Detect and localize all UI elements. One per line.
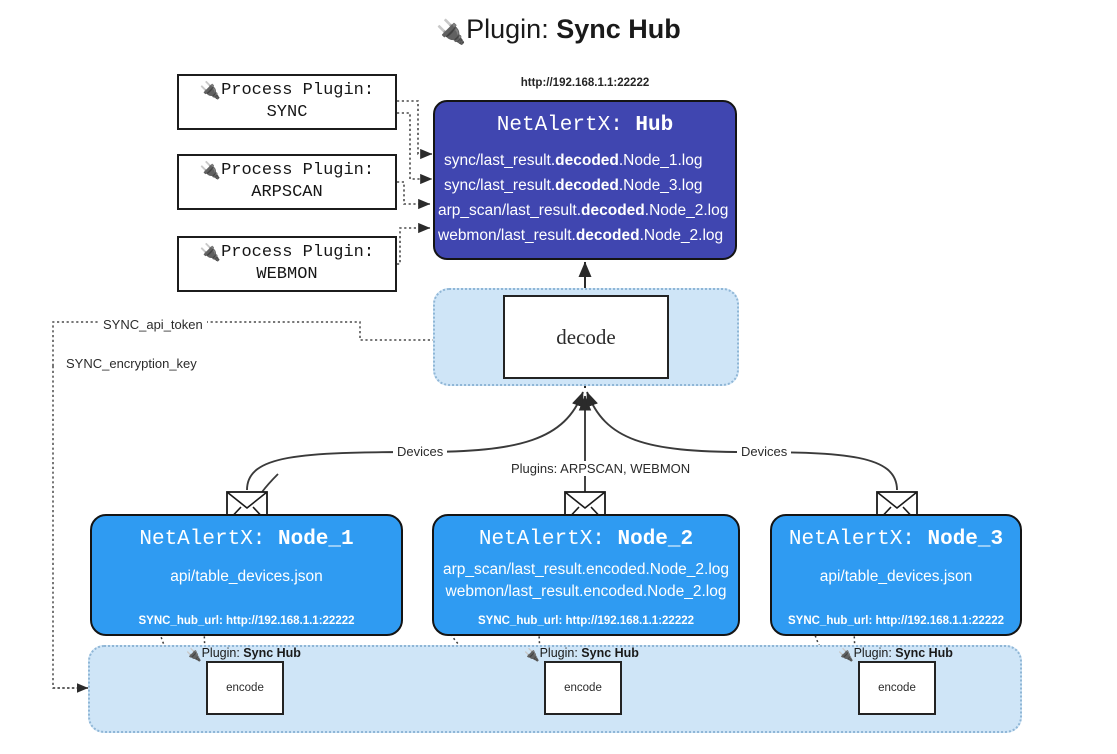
decode-box[interactable]: decode (503, 295, 669, 379)
plug-icon: 🔌 (199, 160, 222, 181)
edge-label-plugins-center: Plugins: ARPSCAN, WEBMON (507, 461, 695, 476)
hub-file-row: sync/last_result.decoded.Node_3.log (444, 177, 703, 195)
node-hub-url: SYNC_hub_url: http://192.168.1.1:22222 (787, 615, 1005, 627)
process-plugin-arpscan[interactable]: 🔌Process Plugin: ARPSCAN (177, 154, 397, 210)
process-plugin-label: Process Plugin: (221, 242, 375, 262)
process-plugin-webmon[interactable]: 🔌Process Plugin: WEBMON (177, 236, 397, 292)
plug-icon: 🔌 (838, 648, 854, 662)
process-plugin-name: WEBMON (256, 265, 318, 284)
setting-label-encryption-key: SYNC_encryption_key (62, 356, 201, 371)
process-plugin-label: Process Plugin: (221, 80, 375, 100)
node-box-node3[interactable]: NetAlertX: Node_3 api/table_devices.json… (770, 514, 1022, 636)
hub-header: NetAlertX: Hub (496, 114, 674, 137)
plug-icon: 🔌 (436, 19, 467, 46)
encode-plugin-tag-1: 🔌Plugin: Sync Hub (186, 646, 301, 662)
encode-box-2[interactable]: encode (544, 661, 622, 715)
node-hub-url: SYNC_hub_url: http://192.168.1.1:22222 (138, 615, 355, 627)
encode-box-3[interactable]: encode (858, 661, 936, 715)
encode-plugin-tag-2: 🔌Plugin: Sync Hub (524, 646, 639, 662)
node-path: api/table_devices.json (170, 568, 323, 585)
encode-label: encode (878, 682, 916, 694)
decode-label: decode (556, 324, 616, 349)
title-prefix: Plugin: (466, 14, 557, 44)
process-plugin-label: Process Plugin: (221, 160, 375, 180)
node-header: NetAlertX: Node_2 (478, 528, 694, 551)
encode-label: encode (564, 682, 602, 694)
title-name: Sync Hub (556, 14, 681, 44)
hub-file-row: sync/last_result.decoded.Node_1.log (444, 152, 703, 169)
process-plugin-sync[interactable]: 🔌Process Plugin: SYNC (177, 74, 397, 130)
hub-file-row: arp_scan/last_result.decoded.Node_2.log (438, 202, 729, 220)
edge-label-devices-left: Devices (393, 444, 448, 459)
node-path: webmon/last_result.encoded.Node_2.log (445, 583, 727, 600)
plug-icon: 🔌 (199, 80, 222, 101)
node-path: arp_scan/last_result.encoded.Node_2.log (442, 561, 730, 578)
node-path: api/table_devices.json (819, 568, 973, 585)
process-plugin-name: SYNC (266, 103, 308, 122)
encode-plugin-tag-3: 🔌Plugin: Sync Hub (838, 646, 953, 662)
process-plugin-name: ARPSCAN (251, 183, 323, 202)
node-box-node2[interactable]: NetAlertX: Node_2 arp_scan/last_result.e… (432, 514, 740, 636)
node-box-node1[interactable]: NetAlertX: Node_1 api/table_devices.json… (90, 514, 403, 636)
node-hub-url: SYNC_hub_url: http://192.168.1.1:22222 (477, 615, 695, 627)
node-header: NetAlertX: Node_1 (139, 528, 354, 551)
plug-icon: 🔌 (524, 648, 540, 662)
plug-icon: 🔌 (186, 648, 202, 662)
setting-label-api-token: SYNC_api_token (99, 317, 207, 332)
hub-file-row: webmon/last_result.decoded.Node_2.log (438, 227, 724, 245)
page-title: 🔌Plugin: Sync Hub (0, 14, 1117, 47)
encode-box-1[interactable]: encode (206, 661, 284, 715)
hub-url-label: http://192.168.1.1:22222 (520, 77, 650, 89)
edge-label-devices-right: Devices (737, 444, 792, 459)
encode-label: encode (226, 682, 264, 694)
plug-icon: 🔌 (199, 242, 222, 263)
node-header: NetAlertX: Node_3 (788, 528, 1004, 551)
hub-node[interactable]: NetAlertX: Hub sync/last_result.decoded.… (433, 100, 737, 260)
